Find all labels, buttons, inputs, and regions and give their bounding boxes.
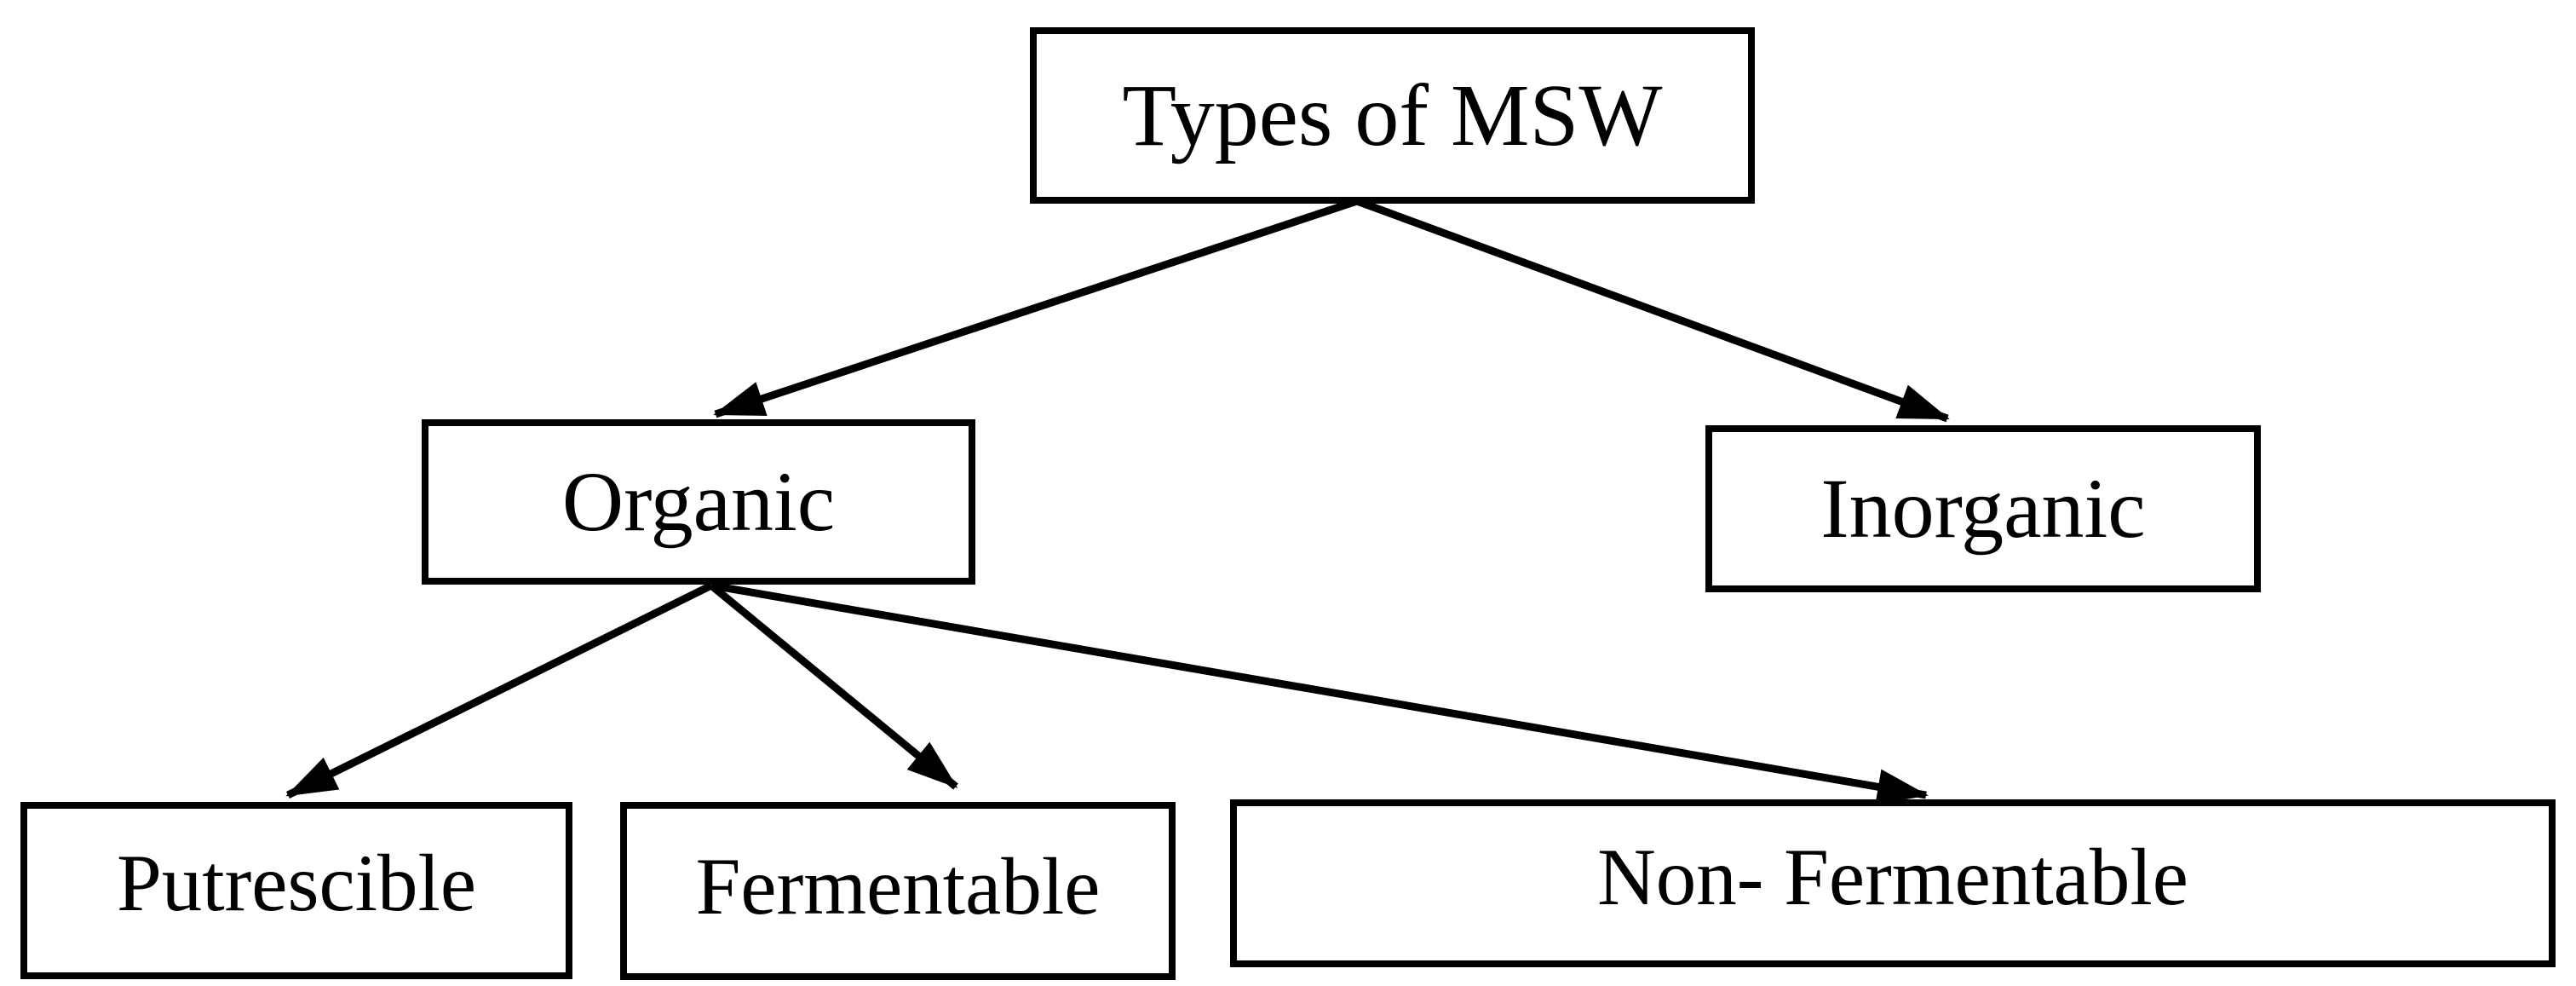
node-putrescible: Putrescible xyxy=(20,802,572,979)
node-non-fermentable: Non- Fermentable xyxy=(1230,799,2556,967)
edge-organic-nonfermentable-arrow xyxy=(710,581,1929,805)
node-inorganic: Inorganic xyxy=(1705,425,2261,592)
node-putrescible-label: Putrescible xyxy=(116,837,477,928)
edge-root-organic-arrow xyxy=(713,197,1359,418)
node-inorganic-label: Inorganic xyxy=(1820,461,2146,556)
edge-root-inorganic-arrow xyxy=(1355,197,1950,423)
edge-organic-fermentable-arrow xyxy=(709,582,958,790)
edge-organic-putrescible-arrow xyxy=(285,581,713,799)
node-fermentable: Fermentable xyxy=(620,802,1176,980)
node-types-of-msw: Types of MSW xyxy=(1030,27,1755,204)
node-organic-label: Organic xyxy=(561,454,836,549)
node-organic: Organic xyxy=(422,419,975,585)
node-fermentable-label: Fermentable xyxy=(695,841,1101,931)
node-types-of-msw-label: Types of MSW xyxy=(1122,66,1663,164)
node-non-fermentable-label: Non- Fermentable xyxy=(1597,832,2188,922)
